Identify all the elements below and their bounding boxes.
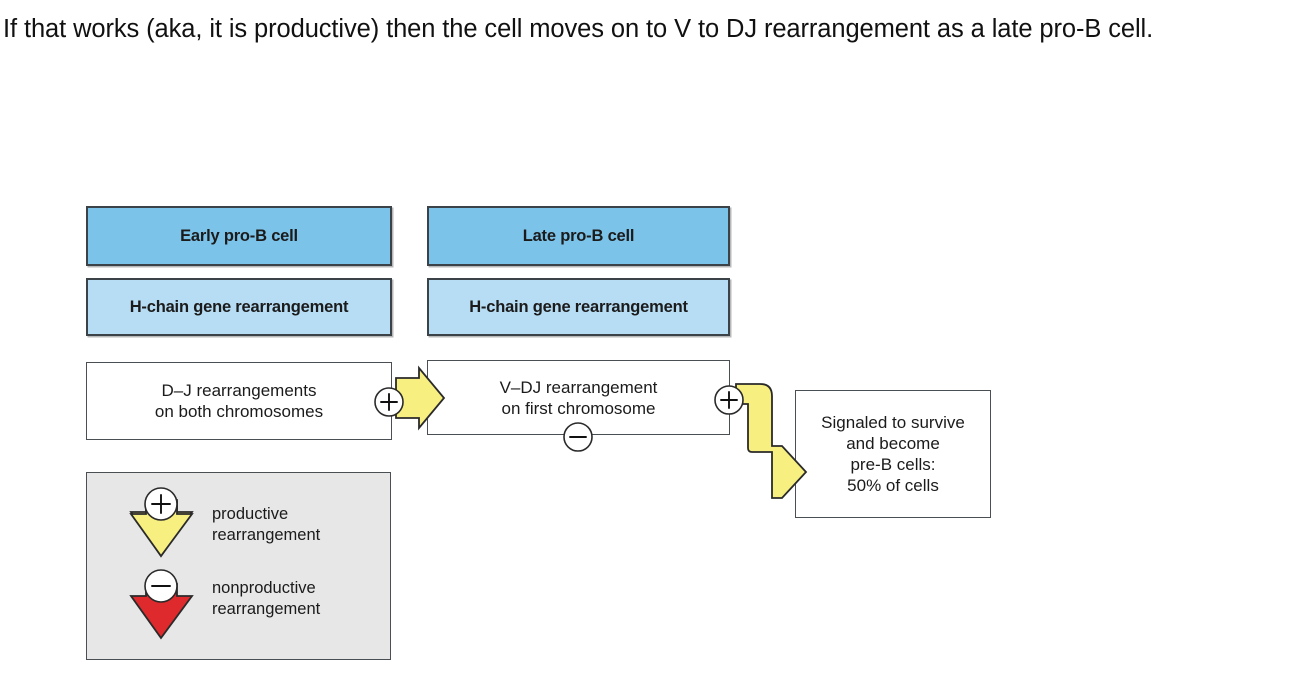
sign-minus-vdj-box (563, 422, 593, 452)
stage-header-early-pro-b: Early pro-B cell (86, 206, 392, 266)
stage-subtitle-late-pro-b: H-chain gene rearrangement (427, 278, 730, 336)
page-caption: If that works (aka, it is productive) th… (3, 15, 1154, 43)
legend-label-productive: productive rearrangement (212, 505, 321, 544)
stage-header-late-pro-b: Late pro-B cell (427, 206, 730, 266)
arrow-productive-dj-to-vdj (395, 365, 446, 431)
legend-panel (86, 472, 391, 660)
outcome-box-signaled-to-survive: Signaled to survive and become pre-B cel… (795, 390, 991, 518)
event-box-dj-rearrangement: D–J rearrangements on both chromosomes (86, 362, 392, 440)
legend-arrow-nonproductive (129, 569, 194, 640)
arrow-productive-vdj-to-outcome (735, 383, 808, 499)
legend-arrow-productive (129, 487, 194, 558)
sign-plus-dj-box (374, 387, 404, 417)
stage-subtitle-early-pro-b: H-chain gene rearrangement (86, 278, 392, 336)
legend-label-nonproductive: nonproductive rearrangement (212, 579, 321, 618)
sign-plus-vdj-box (714, 385, 744, 415)
